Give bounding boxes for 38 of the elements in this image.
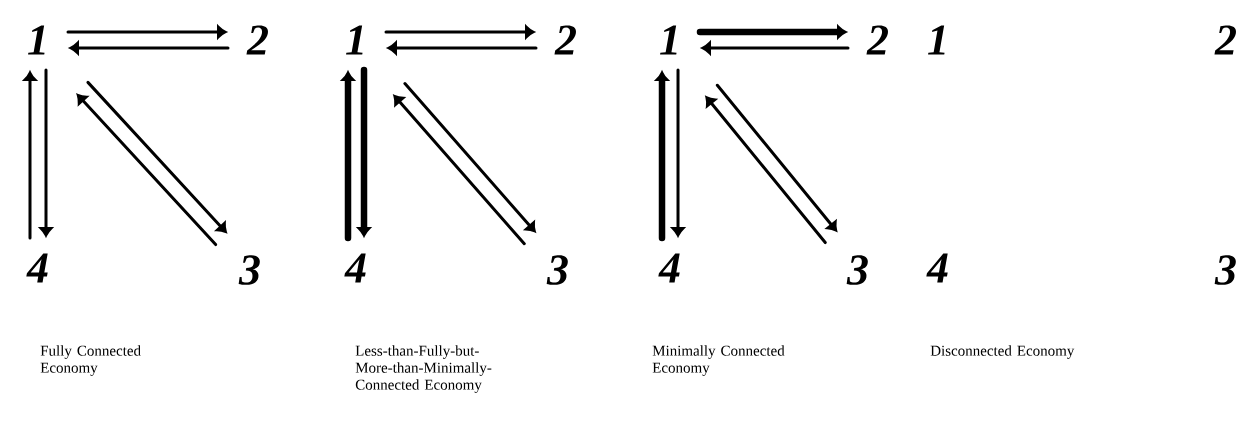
node-number: 2 (246, 25, 268, 55)
arrow (341, 71, 355, 242)
node-number: 1 (346, 25, 363, 55)
arrow (715, 83, 838, 232)
node-number: 3 (846, 255, 868, 285)
node-number: 4 (26, 253, 48, 283)
arrow (387, 41, 538, 55)
node-number: 4 (344, 253, 366, 283)
node-number: 3 (1214, 255, 1236, 285)
arrow (69, 41, 230, 55)
arrow (66, 25, 227, 39)
node-number: 2 (1214, 25, 1236, 55)
node-number: 2 (554, 25, 576, 55)
node-number: 2 (866, 25, 888, 55)
caption: Disconnected Economy (930, 345, 1075, 359)
node-number: 4 (926, 253, 948, 283)
node-number: 1 (28, 25, 45, 55)
arrow (384, 25, 535, 39)
arrow (76, 93, 218, 247)
arrow (357, 66, 371, 237)
node-number: 3 (546, 255, 568, 285)
node-number: 1 (928, 25, 945, 55)
node-number: 3 (238, 255, 260, 285)
arrow (393, 94, 526, 246)
node-number: 1 (660, 25, 677, 55)
arrow (655, 71, 669, 242)
arrow (701, 41, 850, 55)
caption: Minimally Connected Economy (652, 345, 785, 376)
caption: Fully Connected Economy (40, 345, 141, 376)
arrow (403, 82, 536, 233)
caption: Less-than-Fully-but-More-than-Minimally-Connected Economy (355, 345, 492, 393)
arrow (705, 96, 827, 245)
arrow (86, 80, 227, 234)
node-number: 4 (658, 253, 680, 283)
arrow (23, 71, 37, 240)
arrow (671, 68, 685, 237)
arrow (696, 25, 847, 39)
arrow (39, 68, 53, 237)
